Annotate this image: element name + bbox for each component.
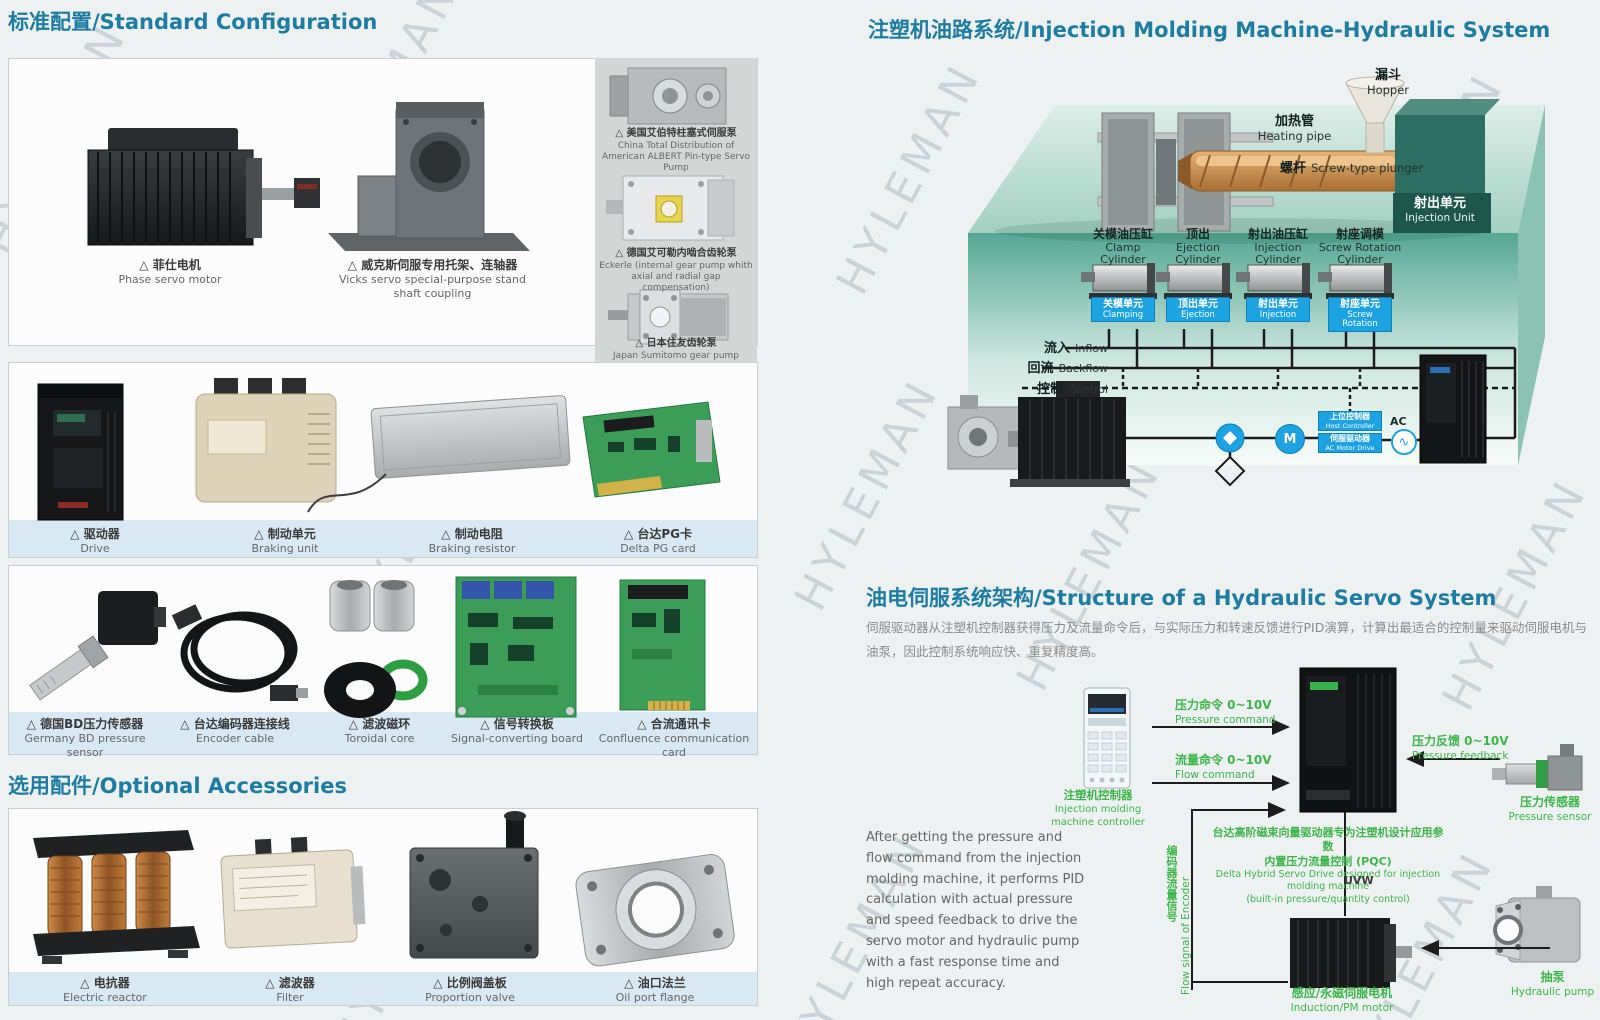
hydraulic-system-title: 注塑机油路系统/Injection Molding Machine-Hydrau… (868, 18, 1551, 42)
servo-structure-title: 油电伺服系统架构/Structure of a Hydraulic Servo … (866, 586, 1497, 610)
encoder-signal-label-en: Flow signal of Encoder (1180, 876, 1192, 995)
control-label: 控制 Control (1037, 382, 1108, 397)
injection-controller-caption: 注塑机控制器 Injection molding machine control… (1051, 788, 1145, 828)
screw-plunger-label: 螺杆 Screw-type plunger (1280, 161, 1424, 176)
panel1-product-illustrations (87, 67, 735, 345)
caption-strip (9, 972, 757, 1005)
panel3-product-illustrations (29, 576, 706, 718)
inflow-label: 流入 Inflow (1044, 341, 1108, 356)
hydraulic-system-diagram (947, 76, 1545, 487)
encoder-signal-label-cn: 编码器流量信号 (1165, 845, 1178, 922)
injection-unit-label: 射出单元 Injection Unit (1405, 196, 1475, 224)
panel4-product-illustrations (33, 811, 735, 967)
servo-intro-paragraph: 伺服驱动器从注塑机控制器获得压力及流量命令后，与实际压力和转速反馈进行PID演算… (866, 620, 1587, 659)
ac-label: AC (1390, 415, 1407, 428)
panel2-product-illustrations (37, 378, 721, 521)
caption-strip (9, 520, 757, 557)
optional-accessories-title: 选用配件/Optional Accessories (8, 774, 347, 798)
servo-system-diagram (1083, 667, 1583, 990)
backflow-label: 回流 Backflow (1027, 361, 1108, 376)
delta-hybrid-note: 台达高阶磁束向量驱动器专为注塑机设计应用参数 内置压力流量控制 (PQC) De… (1212, 826, 1444, 905)
servo-description-paragraph: After getting the pressure and flow comm… (866, 830, 1085, 991)
caption-strip (9, 712, 757, 754)
ac-sine-icon: ∿ (1391, 429, 1417, 455)
motor-symbol: M (1275, 424, 1305, 454)
uvw-label: UVW (1344, 874, 1374, 887)
standard-configuration-title: 标准配置/Standard Configuration (8, 10, 378, 34)
